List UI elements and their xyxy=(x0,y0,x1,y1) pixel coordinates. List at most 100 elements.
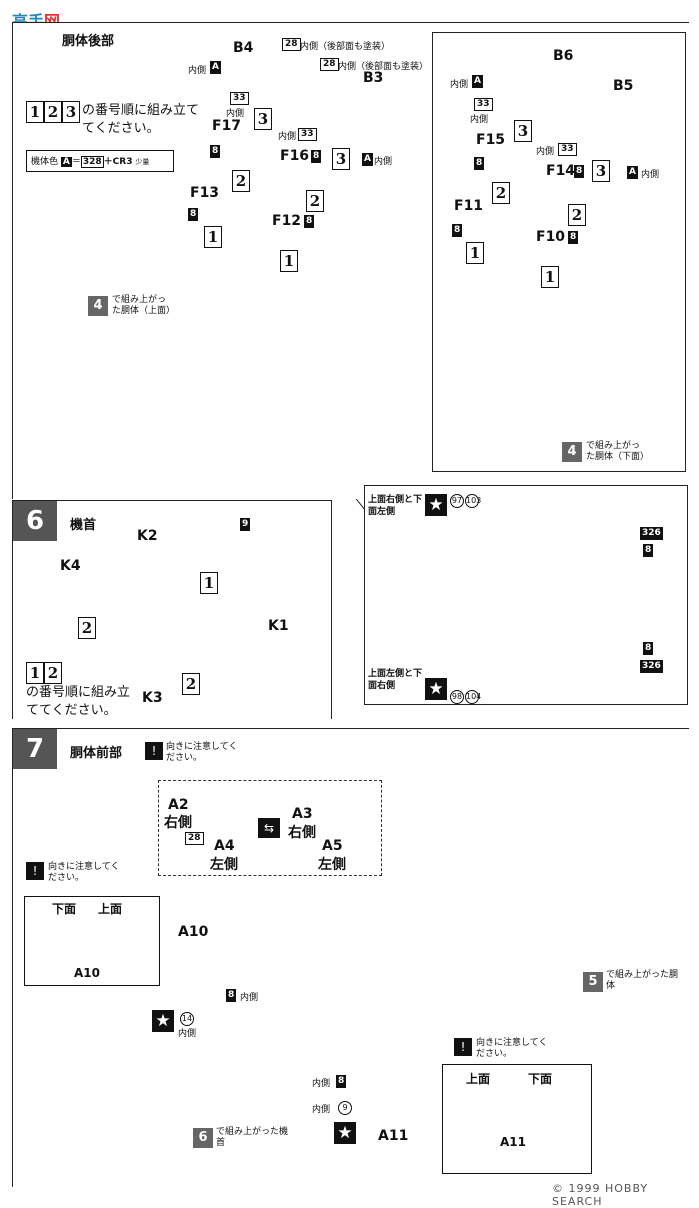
b4-color-a: A xyxy=(210,61,221,74)
ref-lower-num: 4 xyxy=(562,442,582,462)
f11-num8: 8 xyxy=(452,224,463,237)
ref-lower-text: で組み上がった胴体（下面） xyxy=(586,441,650,462)
b6-inner: 内側 xyxy=(450,80,469,90)
part-label-a2-side: 右側 xyxy=(164,815,192,831)
ref5-text: で組み上がった胴体 xyxy=(606,970,679,991)
watermark: © 1999 HOBBY SEARCH xyxy=(552,1182,649,1208)
swap-arrows-icon: ⇆ xyxy=(258,818,280,838)
f16-num8: 8 xyxy=(311,150,322,163)
b3-inner-label-2: 内側 xyxy=(374,157,393,167)
part-label-k4: K4 xyxy=(60,558,81,574)
a10-inner-8: 内側 xyxy=(240,993,259,1003)
star-icon: ★ xyxy=(425,494,447,516)
f10-num8: 8 xyxy=(568,231,579,244)
part-label-k1: K1 xyxy=(268,618,289,634)
instruction-box-1: 1 xyxy=(26,101,44,123)
step7-title: 胴体前部 xyxy=(70,746,123,761)
f13-num8: 8 xyxy=(188,208,199,221)
part-label-a5-side: 左側 xyxy=(318,857,346,873)
part-label-f12: F12 xyxy=(272,213,302,229)
part-label-a3: A3 xyxy=(292,806,313,822)
decal-top-label: 上面右側と下面左側 xyxy=(368,495,423,517)
part-label-f13: F13 xyxy=(190,185,220,201)
b3-note-num: 28 xyxy=(320,58,339,71)
a10-panel-top: 上面 xyxy=(98,902,123,916)
a10-panel xyxy=(24,896,160,986)
caution-icon: ! xyxy=(145,742,163,760)
f14-num8: 8 xyxy=(574,165,585,178)
b6-color-a: A xyxy=(472,75,483,88)
decal-box xyxy=(364,485,688,705)
a11-panel-bottom: 下面 xyxy=(528,1072,553,1086)
a11-panel-top: 上面 xyxy=(466,1072,491,1086)
b3-color-a: A xyxy=(362,153,373,166)
decal-num-103: 103 xyxy=(465,494,481,508)
part-label-b6: B6 xyxy=(553,48,574,64)
step6-title: 機首 xyxy=(70,518,97,533)
part-label-f11: F11 xyxy=(454,198,484,214)
step-num-1-f13: 1 xyxy=(204,226,222,248)
f12-num8: 8 xyxy=(304,215,315,228)
part-label-a3-side: 右側 xyxy=(288,825,316,841)
decal-color-8-top: 8 xyxy=(643,544,654,557)
decal-color-8-bottom: 8 xyxy=(643,642,654,655)
step7-direction-note: 向きに注意してください。 xyxy=(166,742,238,763)
body-color-small: 少量 xyxy=(135,158,150,166)
body-color-plus: ＋CR3 xyxy=(103,157,133,167)
a10-panel-bottom: 下面 xyxy=(52,902,77,916)
star-icon: ★ xyxy=(334,1122,356,1144)
b5-inner-2: 内側 xyxy=(641,170,660,180)
star-icon: ★ xyxy=(152,1010,174,1032)
part-label-a5: A5 xyxy=(322,838,343,854)
part-label-b3: B3 xyxy=(363,70,384,86)
body-color-part: A xyxy=(60,157,72,167)
step-num-3-f14: 3 xyxy=(592,160,610,182)
b3-note: 内側（後部面も塗装） xyxy=(338,62,429,72)
a4-num28: 28 xyxy=(185,832,204,845)
ref6-num: 6 xyxy=(193,1128,213,1148)
decal-color-326-top: 326 xyxy=(640,527,663,540)
step-num-2-f17: 2 xyxy=(232,170,250,192)
b5-num33: 33 xyxy=(558,143,577,156)
star-icon: ★ xyxy=(425,678,447,700)
step6-frame xyxy=(12,500,332,719)
a11-direction-note: 向きに注意してください。 xyxy=(476,1038,548,1059)
instruction-box-3: 3 xyxy=(62,101,80,123)
f15-num8: 8 xyxy=(474,157,485,170)
part-label-f17: F17 xyxy=(212,118,242,134)
a11-inner-9: 内側 xyxy=(312,1105,331,1115)
part-label-b4: B4 xyxy=(233,40,254,56)
a10-inner-14: 内側 xyxy=(178,1029,197,1039)
b6-inner-2: 内側 xyxy=(470,115,489,125)
decal-num-97: 97 xyxy=(450,494,464,508)
a11-panel-label: A11 xyxy=(500,1135,526,1149)
part-label-a4-side: 左側 xyxy=(210,857,238,873)
b3-inner-label: 内側 xyxy=(278,132,297,142)
step-num-1-f10: 1 xyxy=(541,266,559,288)
part-label-a11: A11 xyxy=(378,1128,409,1144)
instruction-box-2: 2 xyxy=(44,101,62,123)
b4-inner-label: 内側 xyxy=(188,66,207,76)
body-color-c1: 328 xyxy=(80,156,104,168)
ref5-num: 5 xyxy=(583,972,603,992)
step6-instruction: の番号順に組み立ててください。 xyxy=(26,685,131,718)
decal-num-98: 98 xyxy=(450,690,464,704)
step5-instruction: の番号順に組み立ててください。 xyxy=(82,103,200,136)
part-label-a2: A2 xyxy=(168,797,189,813)
part-label-a4: A4 xyxy=(214,838,235,854)
b6-num33: 33 xyxy=(474,98,493,111)
decal-bottom-label: 上面左側と下面右側 xyxy=(368,669,423,691)
step-num-1-f11: 1 xyxy=(466,242,484,264)
b4-inner-label-2: 内側 xyxy=(226,109,245,119)
step-num-1-f12: 1 xyxy=(280,250,298,272)
step6-number: 6 xyxy=(13,501,57,541)
body-color-box: 機体色 A＝328＋CR3 少量 xyxy=(26,150,174,172)
step7-inset-parts xyxy=(158,780,382,876)
step5-title: 胴体後部 xyxy=(62,34,115,49)
caution-icon: ! xyxy=(26,862,44,880)
ref6-text: で組み上がった機首 xyxy=(216,1127,289,1148)
step6-num-2-a: 2 xyxy=(78,617,96,639)
step-num-2-f16: 2 xyxy=(306,190,324,212)
ref-upper-num: 4 xyxy=(88,296,108,316)
k2-num9: 9 xyxy=(240,518,251,531)
